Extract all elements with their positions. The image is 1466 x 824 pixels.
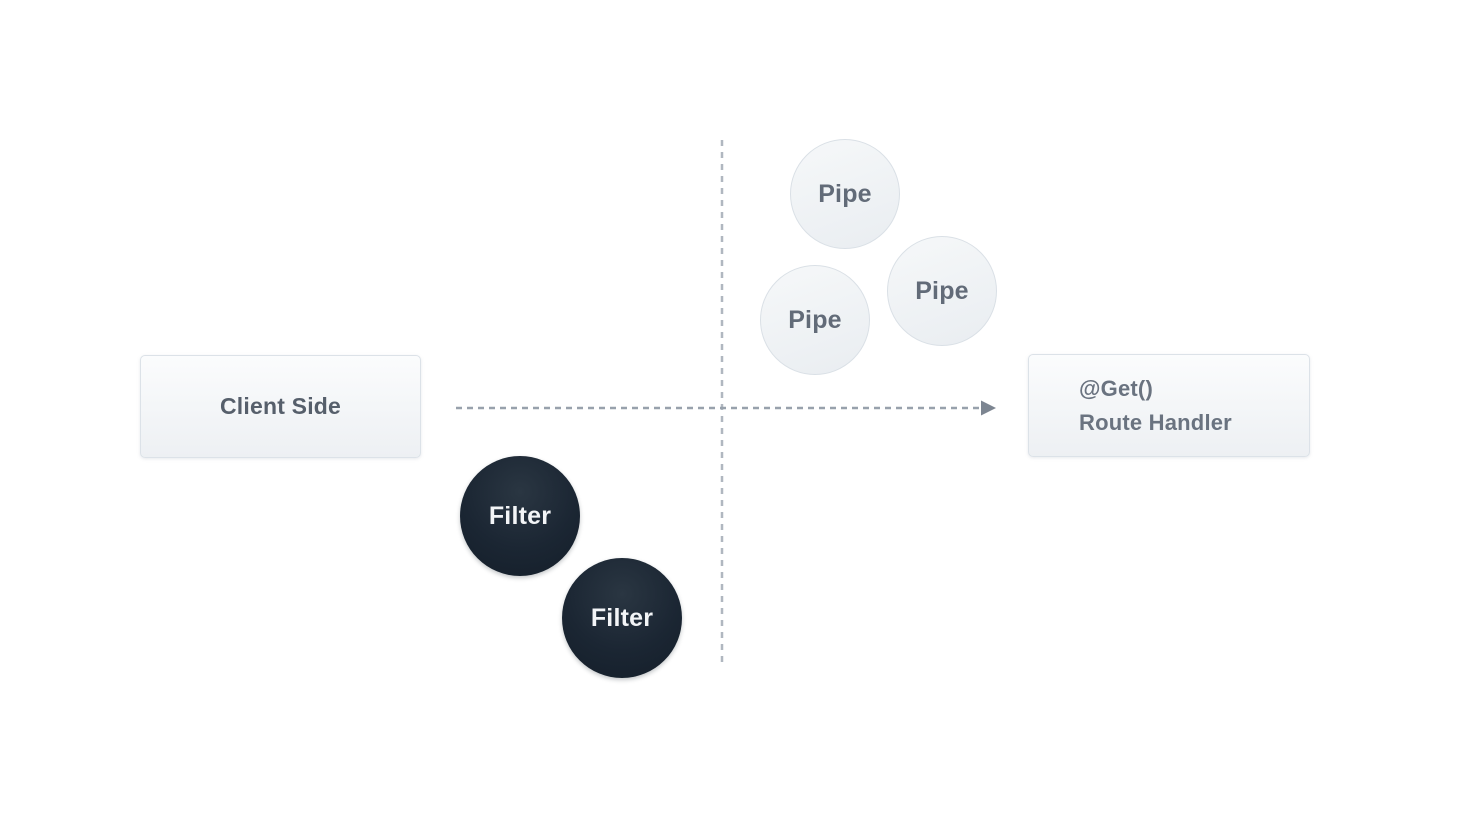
filter-node-2: Filter <box>562 558 682 678</box>
arrowhead-icon <box>981 400 996 416</box>
client-side-node: Client Side <box>140 355 421 458</box>
pipe-node-2: Pipe <box>887 236 997 346</box>
pipe-node-1: Pipe <box>790 139 900 249</box>
pipe-label: Pipe <box>788 305 842 334</box>
filter-label: Filter <box>488 501 552 530</box>
filter-node-1: Filter <box>460 456 580 576</box>
pipe-label: Pipe <box>915 276 969 305</box>
route-handler-node: @Get() Route Handler <box>1028 354 1310 457</box>
route-handler-decorator: @Get() <box>1079 375 1153 401</box>
client-side-label: Client Side <box>219 393 342 419</box>
pipe-label: Pipe <box>818 179 872 208</box>
route-handler-label: Route Handler <box>1079 409 1232 435</box>
filter-label: Filter <box>590 603 654 632</box>
pipe-node-3: Pipe <box>760 265 870 375</box>
